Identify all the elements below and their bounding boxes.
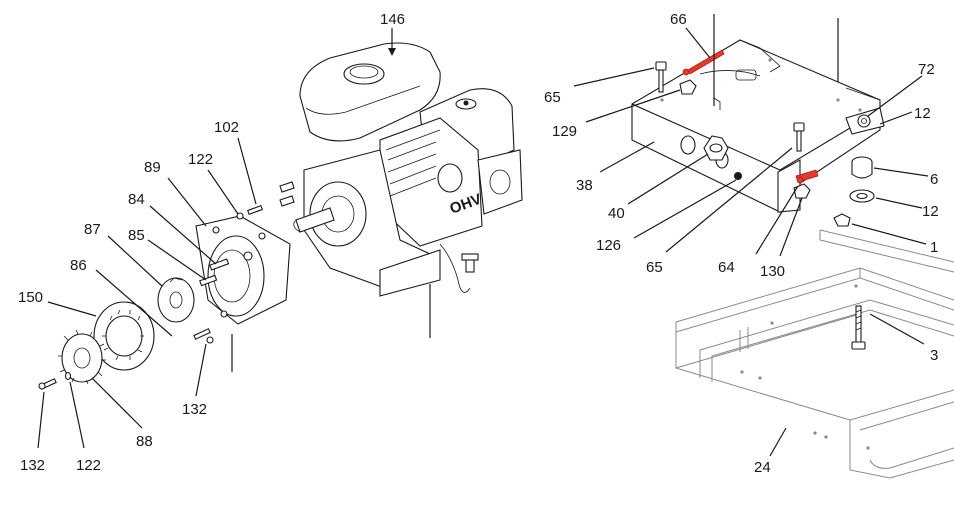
- knob-40: [703, 135, 729, 161]
- stud-84: [209, 258, 230, 271]
- mount-plate-38: [631, 39, 881, 213]
- bolt-65a: [655, 61, 667, 93]
- red-clip-64: [795, 169, 819, 184]
- callout-122-lower: 122: [76, 457, 101, 474]
- washer-122a: [236, 212, 244, 220]
- screw-132b: [38, 378, 57, 390]
- bolt-102: [247, 205, 263, 215]
- nut-1: [833, 213, 851, 227]
- gear-88: [58, 329, 106, 385]
- callout-130: 130: [760, 263, 785, 280]
- callout-38: 38: [576, 177, 593, 194]
- hub-87: [157, 277, 195, 323]
- bolt-65b: [793, 122, 805, 152]
- washer-12: [849, 189, 875, 203]
- coupler-ring-150: [93, 301, 155, 371]
- nut-129: [679, 79, 697, 95]
- engine-146: OHV: [279, 42, 523, 297]
- callout-64: 64: [718, 259, 735, 276]
- red-clip-66: [682, 49, 725, 76]
- frame-24: [675, 229, 954, 479]
- callout-86: 86: [70, 257, 87, 274]
- callout-88: 88: [136, 433, 153, 450]
- callout-122-upper: 122: [188, 151, 213, 168]
- callout-126: 126: [596, 237, 621, 254]
- callout-102: 102: [214, 119, 239, 136]
- bracket-72: [845, 107, 885, 135]
- washer-122b: [64, 371, 72, 381]
- leader-lines: [37, 14, 929, 457]
- callout-132-left: 132: [20, 457, 45, 474]
- callout-72: 72: [918, 61, 935, 78]
- callout-1: 1: [930, 239, 938, 256]
- callout-24: 24: [754, 459, 771, 476]
- callout-129: 129: [552, 123, 577, 140]
- nut-130: [793, 183, 811, 199]
- callout-12-lower: 12: [922, 203, 939, 220]
- isolator-6: [851, 156, 873, 179]
- callout-89: 89: [144, 159, 161, 176]
- adapter-housing-89: [195, 215, 291, 325]
- callout-132-center: 132: [182, 401, 207, 418]
- screw-132a: [193, 328, 214, 344]
- callout-3: 3: [930, 347, 938, 364]
- callout-40: 40: [608, 205, 625, 222]
- callout-6: 6: [930, 171, 938, 188]
- callout-labels: 146 102 122 89 84 87 85 86 150 132 88 13…: [18, 11, 939, 476]
- callout-65-right: 65: [646, 259, 663, 276]
- callout-146: 146: [380, 11, 405, 28]
- callout-65-left: 65: [544, 89, 561, 106]
- callout-66: 66: [670, 11, 687, 28]
- callout-87: 87: [84, 221, 101, 238]
- bolt-3: [851, 305, 866, 350]
- callout-150: 150: [18, 289, 43, 306]
- callout-84: 84: [128, 191, 145, 208]
- callout-12-upper: 12: [914, 105, 931, 122]
- pin-85: [199, 274, 218, 287]
- callout-85: 85: [128, 227, 145, 244]
